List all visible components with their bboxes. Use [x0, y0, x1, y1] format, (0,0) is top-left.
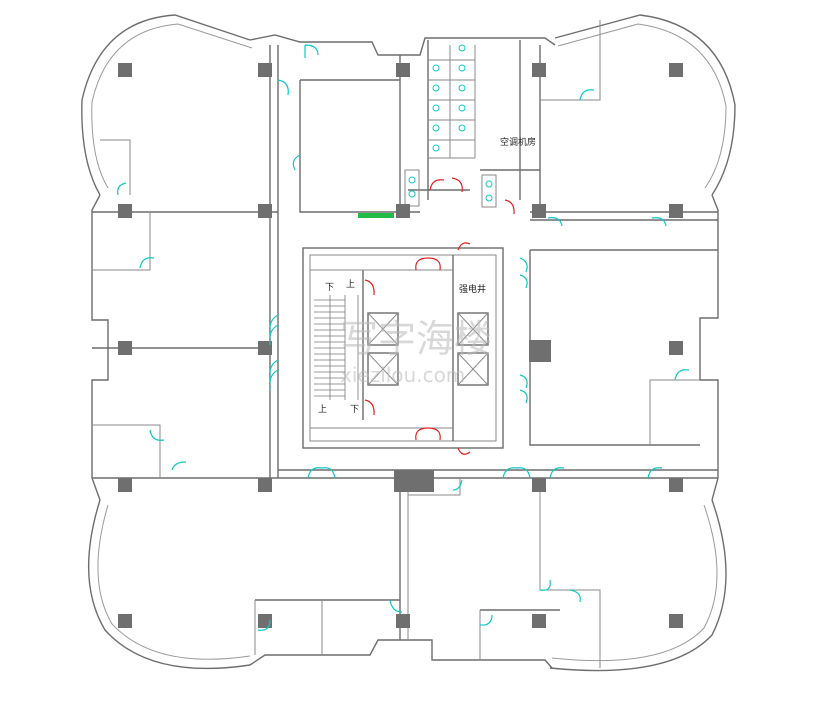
- fixture-strip: [358, 213, 394, 218]
- watermark-url: xiezilou.com: [340, 363, 465, 387]
- label-stair-up-2: 上: [318, 404, 327, 415]
- watermark-cn: 写字海楼: [340, 317, 492, 361]
- label-stair-down-1: 下: [325, 283, 334, 293]
- elevators: [367, 312, 489, 386]
- label-stair-down-2: 下: [350, 405, 359, 415]
- doors-red: [364, 177, 515, 455]
- doors-cyan: [117, 44, 690, 631]
- toilet-fixtures: [408, 44, 493, 202]
- corner-lobes: [81, 14, 736, 672]
- columns: [118, 63, 683, 628]
- stairs: [314, 295, 359, 400]
- label-power-shaft: 强电井: [459, 283, 486, 295]
- label-stair-up-1: 上: [346, 279, 355, 290]
- label-ac-room: 空调机房: [500, 136, 536, 148]
